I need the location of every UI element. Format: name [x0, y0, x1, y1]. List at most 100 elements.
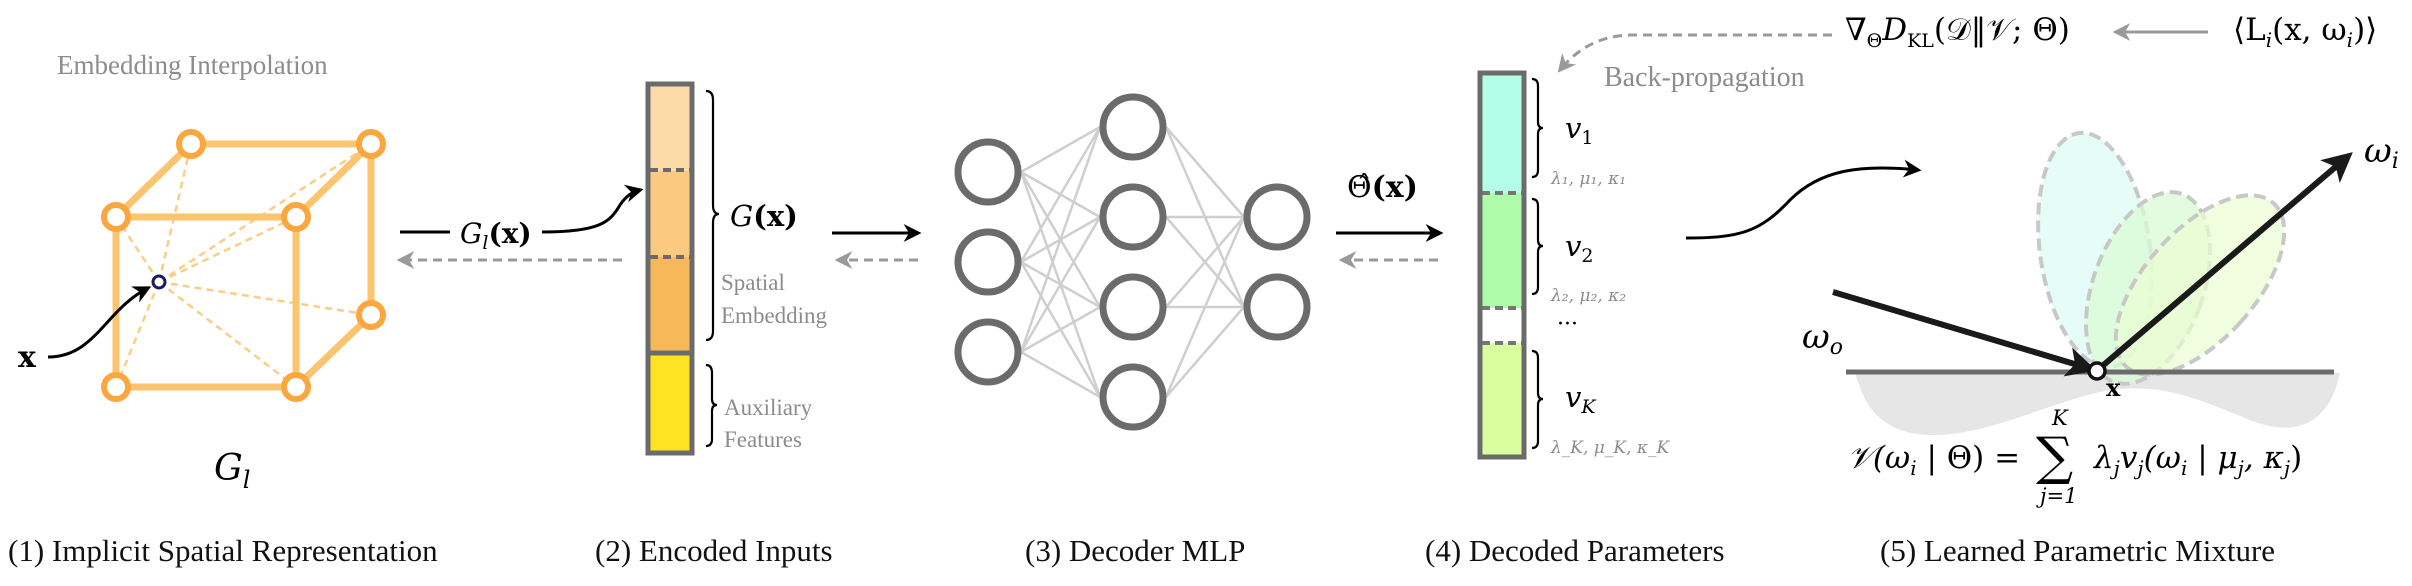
grid-output-label: Gl(x) [460, 217, 532, 254]
mlp-neuron-layer-3 [1243, 273, 1311, 341]
cube-edge [113, 141, 194, 220]
summation-lower: j=1 [2036, 484, 2077, 508]
mlp-edge [1165, 126, 1245, 218]
mlp-neuron-layer-1 [954, 228, 1022, 296]
brace-spatial [705, 89, 720, 342]
component-v1-params: λ₁, μ₁, κ₁ [1550, 169, 1626, 189]
component-v2-params: λ₂, μ₂, κ₂ [1550, 286, 1626, 306]
embed-segment-1 [650, 86, 690, 171]
mlp-edge [1019, 126, 1102, 353]
mlp-neuron-layer-2 [1099, 273, 1167, 341]
caption-4: (4) Decoded Parameters [1425, 533, 1725, 568]
interp-line [114, 281, 161, 388]
stage-4-decoded-parameters: v1 λ₁, μ₁, κ₁ v2 λ₂, μ₂, κ₂ ··· vK λ_K, … [1425, 70, 1922, 568]
grid-vertex [281, 372, 311, 402]
cube-edges [112, 140, 375, 391]
param-segment-v1 [1482, 75, 1522, 193]
formula-rhs: λjvj(ωi | μj, κj) [2092, 440, 2302, 480]
interpolation-lines [114, 142, 372, 388]
point-label-x: x [18, 340, 37, 375]
mlp-edge [1019, 216, 1102, 353]
forward-arrow-to-encoded [541, 184, 644, 234]
brace-v2 [1531, 197, 1544, 296]
stage-1-implicit-spatial-representation: Embedding Interpolation [8, 50, 644, 568]
formula-lhs: 𝒱(ωi | Θ) = [1847, 440, 2020, 480]
mlp-edge [1020, 305, 1101, 354]
mixture-formula: 𝒱(ωi | Θ) = ∑ K j=1 λjvj(ωi | μj, κj) [1847, 406, 2302, 508]
component-v1: v1 [1565, 111, 1593, 149]
mlp-edge [1019, 126, 1102, 263]
component-vK: vK [1565, 380, 1597, 418]
query-point [151, 274, 167, 290]
grid-vertex [356, 300, 386, 330]
mlp-neuron-layer-1 [954, 138, 1022, 206]
cube-edge [293, 141, 374, 220]
grid-vertex [101, 202, 131, 232]
surface-shadow [1855, 373, 2340, 436]
grid-vertex [356, 129, 386, 159]
point-arrow [47, 286, 152, 359]
brace-aux [705, 363, 718, 448]
incoming-direction-label: ωo [1802, 317, 1843, 360]
interp-line [158, 280, 372, 317]
component-v2: v2 [1565, 229, 1593, 267]
kl-gradient: ∇ΘDKL(𝒟‖𝒱; Θ) [1845, 12, 2070, 52]
caption-2: (2) Encoded Inputs [595, 533, 833, 568]
embedding-interpolation-title: Embedding Interpolation [57, 50, 328, 80]
cube-edge [293, 312, 374, 390]
mlp-neuron-layer-1 [954, 318, 1022, 386]
mlp-edge [1165, 216, 1245, 308]
mlp-edge [1165, 306, 1245, 398]
interp-line [158, 142, 372, 284]
mlp-nodes [954, 93, 1311, 431]
encoded-bar-border [645, 81, 695, 456]
caption-1: (1) Implicit Spatial Representation [8, 533, 438, 568]
interp-line [158, 215, 297, 284]
stage-5-learned-parametric-mixture: x ωo ωi 𝒱(ωi | Θ) = ∑ K j=1 λjvj(ωi | μj… [1802, 130, 2399, 568]
mlp-neuron-layer-2 [1099, 93, 1167, 161]
mlp-edges [1019, 125, 1246, 399]
cube-vertices [101, 129, 386, 402]
grid-vertex [176, 129, 206, 159]
grid-vertex [101, 372, 131, 402]
backprop-label: Back-propagation [1604, 62, 1805, 93]
brace-v1 [1531, 77, 1544, 179]
param-segment-ellipsis [1482, 308, 1522, 343]
mlp-edge [1020, 350, 1101, 399]
mlp-neuron-layer-3 [1243, 183, 1311, 251]
caption-5: (5) Learned Parametric Mixture [1880, 533, 2275, 568]
outgoing-direction-label: ωi [2364, 131, 2399, 174]
stage-3-decoder-mlp: Θ̂(x) (3) Decoder MLP [954, 93, 1444, 568]
brace-vK [1531, 349, 1544, 450]
interp-line [157, 143, 193, 283]
backprop-path: ⟨Li(x, ωi)⟩ ∇ΘDKL(𝒟‖𝒱; Θ) Back-propagati… [1557, 12, 2377, 93]
summation-upper: K [2051, 406, 2069, 430]
surface-point-label: x [2106, 373, 2121, 402]
target-radiance: ⟨Li(x, ωi)⟩ [2233, 12, 2377, 52]
param-segment-v2 [1482, 193, 1522, 308]
encoded-label: G(x) [730, 199, 798, 233]
surface-point [2087, 361, 2107, 381]
component-ellipsis: ··· [1557, 312, 1578, 337]
embed-segment-2 [650, 171, 690, 257]
interp-line [158, 281, 297, 388]
mlp-edge [1164, 216, 1246, 398]
param-segment-vK [1482, 343, 1522, 455]
incoming-direction-arrow [1832, 289, 2097, 377]
caption-3: (3) Decoder MLP [1025, 533, 1245, 568]
arrow-to-mixture [1685, 159, 1922, 240]
param-bar-border [1477, 70, 1527, 460]
component-vK-params: λ_K, μ_K, κ_K [1550, 438, 1670, 458]
mlp-output-label: Θ̂(x) [1347, 170, 1418, 205]
mlp-edge [1020, 125, 1101, 174]
aux-segment [650, 353, 690, 451]
mlp-neuron-layer-2 [1099, 183, 1167, 251]
grid-vertex [281, 202, 311, 232]
summation-sign: ∑ [2036, 427, 2073, 487]
grid-label: Gl [214, 448, 250, 494]
mlp-neuron-layer-2 [1099, 363, 1167, 431]
backprop-dashed-arrow [1557, 33, 1832, 73]
